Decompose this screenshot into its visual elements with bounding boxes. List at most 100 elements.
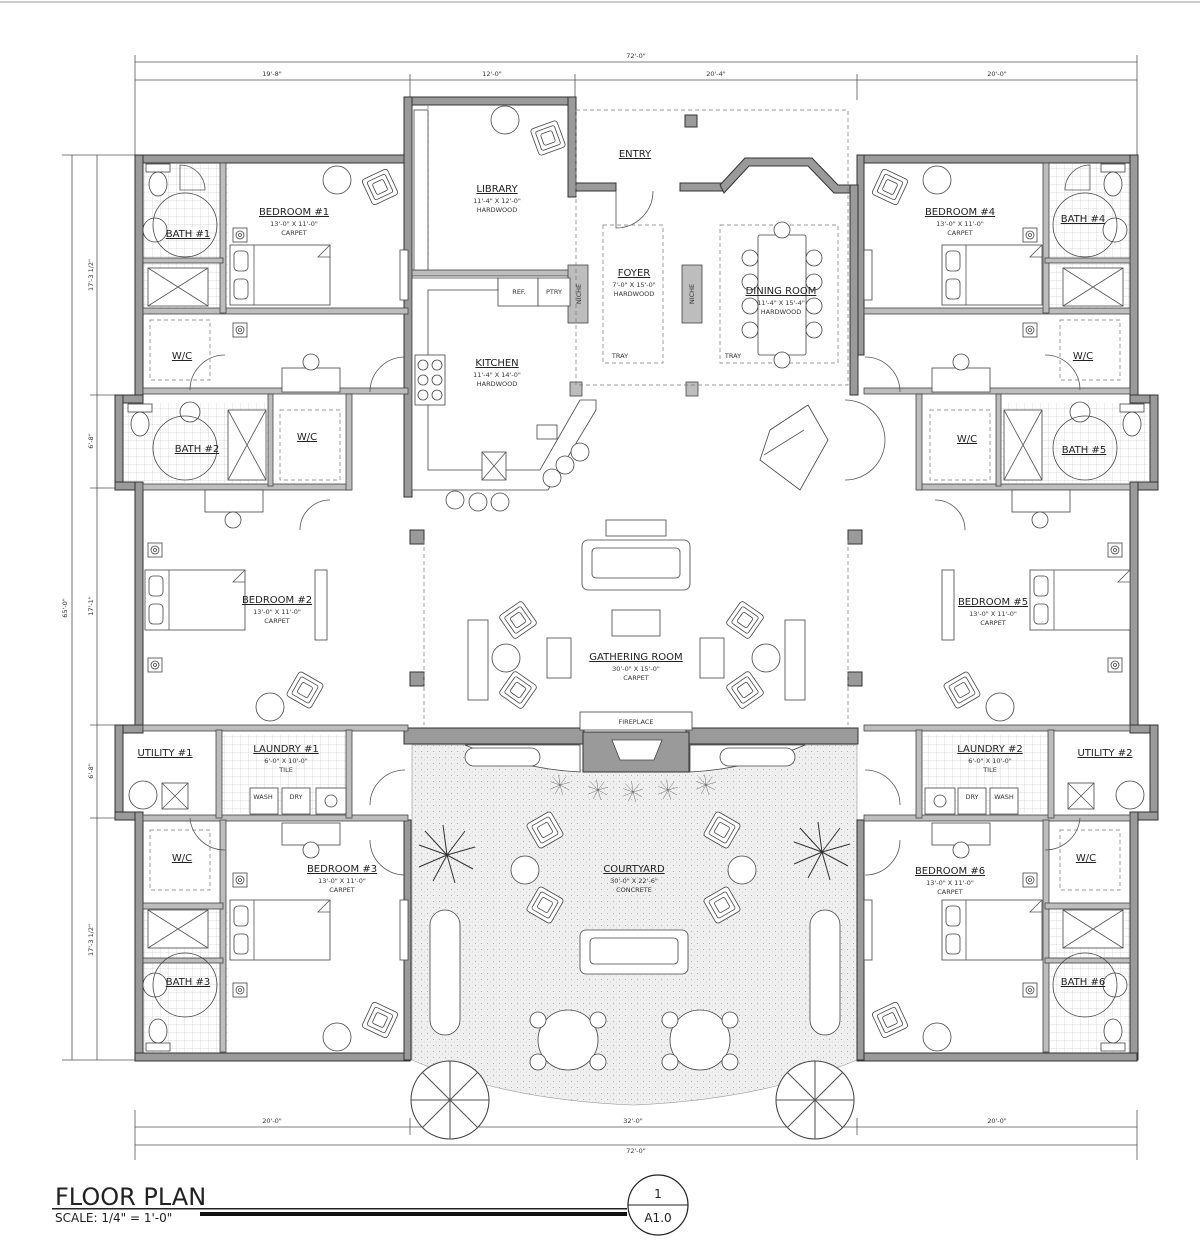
niche-label-left: NICHE <box>575 284 583 304</box>
courtyard-size: 30'-0" X 22'-6" <box>610 877 658 885</box>
courtyard-paving <box>411 744 858 1106</box>
library-finish: HARDWOOD <box>477 206 518 214</box>
library-name: LIBRARY <box>476 184 518 195</box>
title-underline-thick <box>200 1212 627 1216</box>
laundry1-finish: TILE <box>278 766 293 774</box>
library-furniture <box>413 105 567 271</box>
wic-label-6: W/C <box>1076 853 1096 864</box>
pantry-label: PTRY <box>546 288 562 296</box>
dim-bottom-1: 20'-0" <box>262 1117 282 1125</box>
bedroom1-finish: CARPET <box>281 229 307 237</box>
courtyard-features <box>410 744 855 1140</box>
wic-label-1: W/C <box>172 351 192 362</box>
gathering-furniture <box>467 404 829 773</box>
washer-label-2: WASH <box>994 793 1014 801</box>
bedroom6-name: BEDROOM #6 <box>915 866 985 877</box>
bath6-name: BATH #6 <box>1061 977 1105 988</box>
dining-name: DINING ROOM <box>746 286 817 297</box>
dim-top-1: 19'-8" <box>262 70 282 78</box>
left-wing-furniture <box>127 163 409 1052</box>
dim-top-3: 20'-4" <box>706 70 726 78</box>
kitchen-size: 11'-4" X 14'-0" <box>473 371 521 379</box>
door-swings <box>179 164 1091 876</box>
dim-top-2: 12'-0" <box>482 70 502 78</box>
bedroom5-name: BEDROOM #5 <box>958 597 1028 608</box>
bedroom1-size: 13'-0" X 11'-0" <box>270 220 318 228</box>
bedroom4-size: 13'-0" X 11'-0" <box>936 220 984 228</box>
bath1-name: BATH #1 <box>166 229 210 240</box>
bath3-name: BATH #3 <box>166 977 210 988</box>
tray-label-dining: TRAY <box>724 352 741 360</box>
foyer-name: FOYER <box>618 268 651 279</box>
dim-left-5: 17'-3 1/2" <box>87 924 95 956</box>
ref-label: REF. <box>512 288 525 296</box>
courtyard-finish: CONCRETE <box>616 886 652 894</box>
laundry2-name: LAUNDRY #2 <box>957 744 1022 755</box>
bedroom4-name: BEDROOM #4 <box>925 207 995 218</box>
foyer-finish: HARDWOOD <box>614 290 655 298</box>
bedroom1-name: BEDROOM #1 <box>259 207 329 218</box>
gathering-finish: CARPET <box>623 674 649 682</box>
washer-label-1: WASH <box>253 793 273 801</box>
utility2-name: UTILITY #2 <box>1077 748 1132 759</box>
dining-furniture <box>741 221 823 369</box>
plan-title: FLOOR PLAN <box>55 1183 206 1211</box>
laundry2-finish: TILE <box>982 766 997 774</box>
laundry1-size: 6'-0" X 10'-0" <box>264 757 308 765</box>
wic-label-3: W/C <box>172 853 192 864</box>
right-wing-furniture <box>863 163 1145 1052</box>
plan-scale: SCALE: 1/4" = 1'-0" <box>55 1211 172 1225</box>
wic-label-5: W/C <box>957 434 977 445</box>
bedroom3-size: 13'-0" X 11'-0" <box>318 877 366 885</box>
sheet-number: 1 <box>654 1187 662 1201</box>
foyer-size: 7'-0" X 15'-0" <box>612 281 656 289</box>
bedroom2-size: 13'-0" X 11'-0" <box>253 608 301 616</box>
bedroom2-name: BEDROOM #2 <box>242 595 312 606</box>
bedroom3-name: BEDROOM #3 <box>307 864 377 875</box>
niche-label-right: NICHE <box>688 284 696 304</box>
dimension-lines <box>62 55 1138 1160</box>
bedroom5-finish: CARPET <box>980 619 1006 627</box>
dryer-label-2: DRY <box>965 793 978 801</box>
dim-overall-width-bottom: 72'-0" <box>626 1147 646 1155</box>
dim-top-4: 20'-0" <box>987 70 1007 78</box>
bedroom3-finish: CARPET <box>329 886 355 894</box>
entry-name: ENTRY <box>619 149 652 160</box>
bedroom6-size: 13'-0" X 11'-0" <box>926 879 974 887</box>
fireplace-label: FIREPLACE <box>619 718 654 726</box>
kitchen-name: KITCHEN <box>475 358 518 369</box>
dim-left-3: 17'-1" <box>87 596 95 616</box>
dining-size: 11'-4" X 15'-4" <box>757 299 805 307</box>
title-underline-thin <box>52 1208 627 1210</box>
bath2-name: BATH #2 <box>175 444 219 455</box>
dim-left-1: 17'-3 1/2" <box>87 259 95 291</box>
laundry1-name: LAUNDRY #1 <box>253 744 318 755</box>
tray-label-foyer: TRAY <box>611 352 628 360</box>
dim-left-4: 6'-8" <box>87 763 95 778</box>
bedroom5-size: 13'-0" X 11'-0" <box>969 610 1017 618</box>
dim-left-2: 6'-8" <box>87 433 95 448</box>
dim-overall-width-top: 72'-0" <box>626 52 646 60</box>
bedroom6-finish: CARPET <box>937 888 963 896</box>
laundry2-size: 6'-0" X 10'-0" <box>968 757 1012 765</box>
wic-label-4: W/C <box>1073 351 1093 362</box>
dim-bottom-2: 32'-0" <box>623 1117 643 1125</box>
gathering-size: 30'-0" X 15'-0" <box>612 665 660 673</box>
bedroom2-finish: CARPET <box>264 617 290 625</box>
wic-label-2: W/C <box>297 432 317 443</box>
dining-finish: HARDWOOD <box>761 308 802 316</box>
exterior-walls <box>114 96 1159 1062</box>
library-size: 11'-4" X 12'-0" <box>473 197 521 205</box>
dryer-label-1: DRY <box>289 793 302 801</box>
bath4-name: BATH #4 <box>1061 214 1105 225</box>
kitchen-finish: HARDWOOD <box>477 380 518 388</box>
bath5-name: BATH #5 <box>1062 445 1106 456</box>
utility1-name: UTILITY #1 <box>137 748 192 759</box>
bedroom4-finish: CARPET <box>947 229 973 237</box>
gathering-name: GATHERING ROOM <box>589 652 682 663</box>
kitchen-fixtures <box>411 277 597 512</box>
courtyard-name: COURTYARD <box>603 864 665 875</box>
sheet-id: A1.0 <box>644 1211 671 1225</box>
dim-overall-depth: 65'-0" <box>61 598 69 618</box>
